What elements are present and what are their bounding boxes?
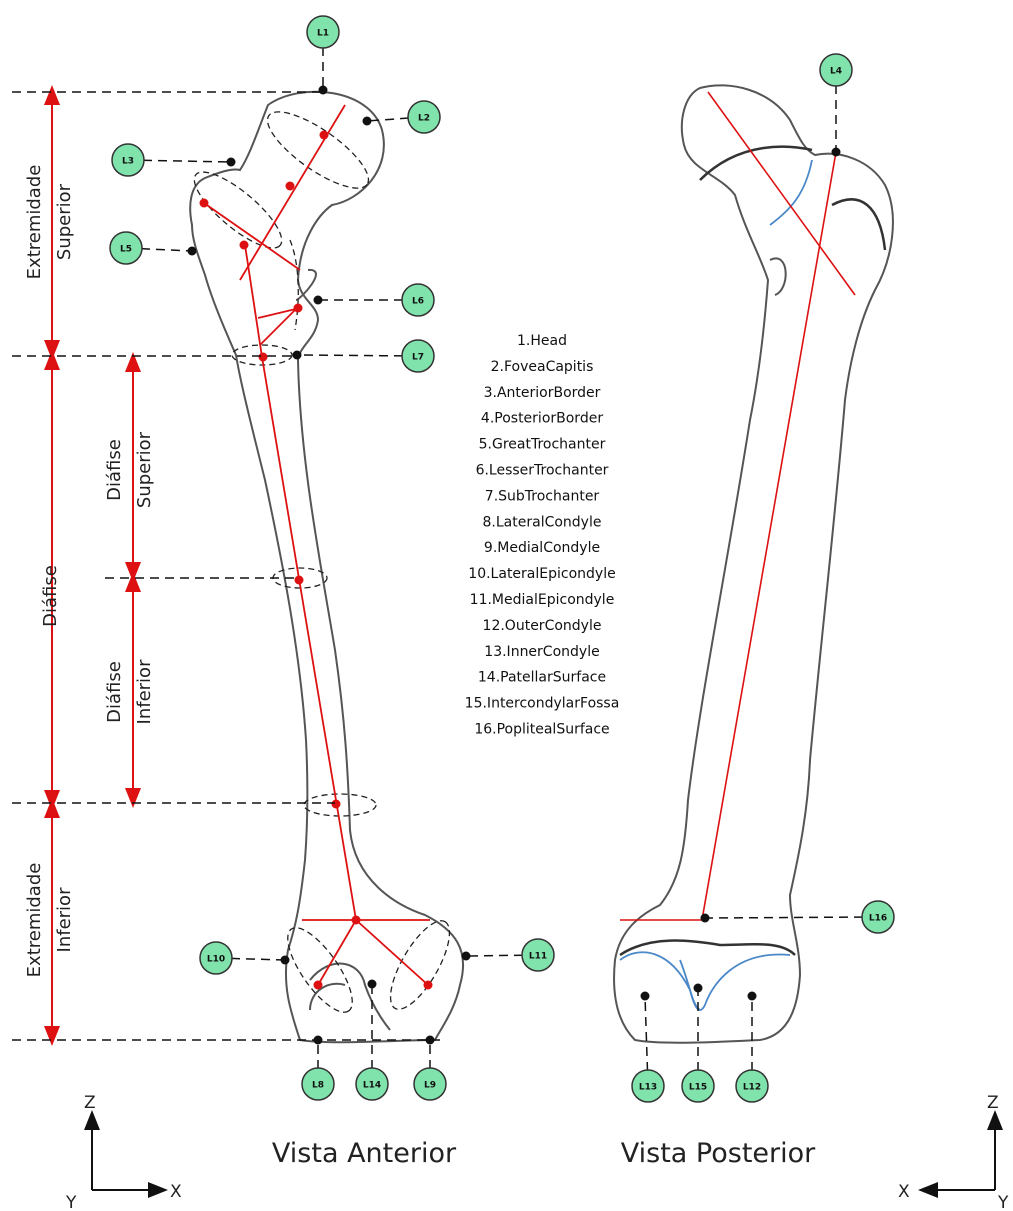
anterior-femur bbox=[190, 92, 463, 1042]
axes-right: Z X Y bbox=[898, 1093, 1009, 1211]
legend-item: 12.OuterCondyle bbox=[483, 618, 602, 634]
landmark-label-l6: L6 bbox=[412, 297, 424, 307]
view-title-posterior: Vista Posterior bbox=[621, 1138, 816, 1169]
landmark-dot-l8 bbox=[314, 1036, 323, 1045]
landmark-label-l13: L13 bbox=[639, 1083, 657, 1093]
landmark-label-l14: L14 bbox=[363, 1081, 381, 1091]
axes-left: Z X Y bbox=[65, 1093, 182, 1211]
landmark-label-l12: L12 bbox=[743, 1083, 761, 1093]
landmark-label-l8: L8 bbox=[312, 1081, 324, 1091]
landmark-dot-l16 bbox=[701, 914, 710, 923]
landmark-label-l9: L9 bbox=[424, 1081, 436, 1091]
region-extremidade-inferior-line1: Extremidade bbox=[24, 863, 45, 978]
region-diafise: Diáfise bbox=[40, 565, 61, 627]
view-title-anterior: Vista Anterior bbox=[272, 1138, 457, 1169]
legend-item: 9.MedialCondyle bbox=[484, 540, 600, 556]
landmark-dot-l6 bbox=[314, 296, 323, 305]
legend-item: 5.GreatTrochanter bbox=[479, 437, 606, 453]
landmark-dot-l1 bbox=[319, 86, 328, 95]
landmark-label-l2: L2 bbox=[418, 114, 430, 124]
landmark-dot-l10 bbox=[281, 956, 290, 965]
axis-right-z-label: Z bbox=[987, 1093, 999, 1113]
axis-left-z-label: Z bbox=[84, 1093, 96, 1113]
legend-item: 3.AnteriorBorder bbox=[484, 385, 601, 401]
region-diafise-inferior-line2: Inferior bbox=[134, 659, 155, 725]
landmark-label-l1: L1 bbox=[317, 29, 329, 39]
landmark-label-l15: L15 bbox=[689, 1083, 707, 1093]
landmark-dot-l11 bbox=[462, 952, 471, 961]
landmark-dot-l5 bbox=[188, 247, 197, 256]
landmark-dot-l13 bbox=[641, 992, 650, 1001]
legend-item: 1.Head bbox=[517, 333, 567, 349]
legend-item: 15.IntercondylarFossa bbox=[465, 696, 620, 712]
legend-item: 16.PoplitealSurface bbox=[474, 722, 609, 738]
legend-item: 2.FoveaCapitis bbox=[491, 359, 594, 375]
region-diafise-superior-line2: Superior bbox=[134, 431, 155, 508]
legend-item: 8.LateralCondyle bbox=[483, 514, 602, 530]
landmark-label-l3: L3 bbox=[122, 157, 134, 167]
landmark-dot-l7 bbox=[293, 351, 302, 360]
landmark-label-l5: L5 bbox=[120, 245, 132, 255]
landmark-label-l7: L7 bbox=[412, 353, 424, 363]
legend-item: 7.SubTrochanter bbox=[485, 488, 600, 504]
leader-line-l7 bbox=[297, 355, 418, 356]
landmark-dot-l15 bbox=[694, 984, 703, 993]
axis-right-x-label: X bbox=[898, 1182, 910, 1202]
svg-text:Extremidade: Extremidade bbox=[24, 165, 45, 280]
region-diafise-inferior-line1: Diáfise bbox=[104, 661, 125, 723]
landmark-legend: 1.Head 2.FoveaCapitis 3.AnteriorBorder 4.Po… bbox=[465, 333, 620, 738]
legend-item: 11.MedialEpicondyle bbox=[470, 592, 615, 608]
legend-item: 10.LateralEpicondyle bbox=[468, 566, 615, 582]
posterior-axes bbox=[620, 92, 855, 920]
region-extremidade-superior-line1: Extremidade bbox=[24, 165, 45, 280]
landmark-label-l4: L4 bbox=[830, 67, 842, 77]
landmark-dot-l12 bbox=[748, 992, 757, 1001]
landmark-label-l10: L10 bbox=[207, 955, 225, 965]
landmark-label-l11: L11 bbox=[529, 952, 547, 962]
reference-dashed-lines bbox=[12, 92, 440, 1040]
axis-left-y-label: Y bbox=[65, 1193, 77, 1211]
anterior-red-points bbox=[200, 131, 433, 990]
landmark-label-l16: L16 bbox=[869, 914, 887, 924]
region-diafise-superior-line1: Diáfise bbox=[104, 439, 125, 501]
axis-left-x-label: X bbox=[170, 1182, 182, 1202]
landmark-dot-l4 bbox=[832, 148, 841, 157]
anterior-dashed-guides bbox=[184, 99, 460, 1021]
region-extremidade-superior-line2: Superior bbox=[54, 183, 75, 260]
landmark-dot-l9 bbox=[426, 1036, 435, 1045]
legend-item: 13.InnerCondyle bbox=[484, 644, 599, 660]
legend-item: 4.PosteriorBorder bbox=[481, 411, 603, 427]
region-extremidade-inferior-line2: Inferior bbox=[54, 887, 75, 953]
legend-item: 14.PatellarSurface bbox=[478, 670, 606, 686]
region-labels: Extremidade Superior Diáfise Diáfise Sup… bbox=[24, 165, 155, 978]
landmark-dot-l14 bbox=[368, 980, 377, 989]
axis-right-y-label: Y bbox=[997, 1193, 1009, 1211]
landmark-dot-l2 bbox=[363, 117, 372, 126]
legend-item: 6.LesserTrochanter bbox=[476, 463, 609, 479]
landmark-dot-l3 bbox=[227, 158, 236, 167]
posterior-femur bbox=[614, 85, 893, 1042]
svg-text:Superior: Superior bbox=[54, 183, 75, 260]
